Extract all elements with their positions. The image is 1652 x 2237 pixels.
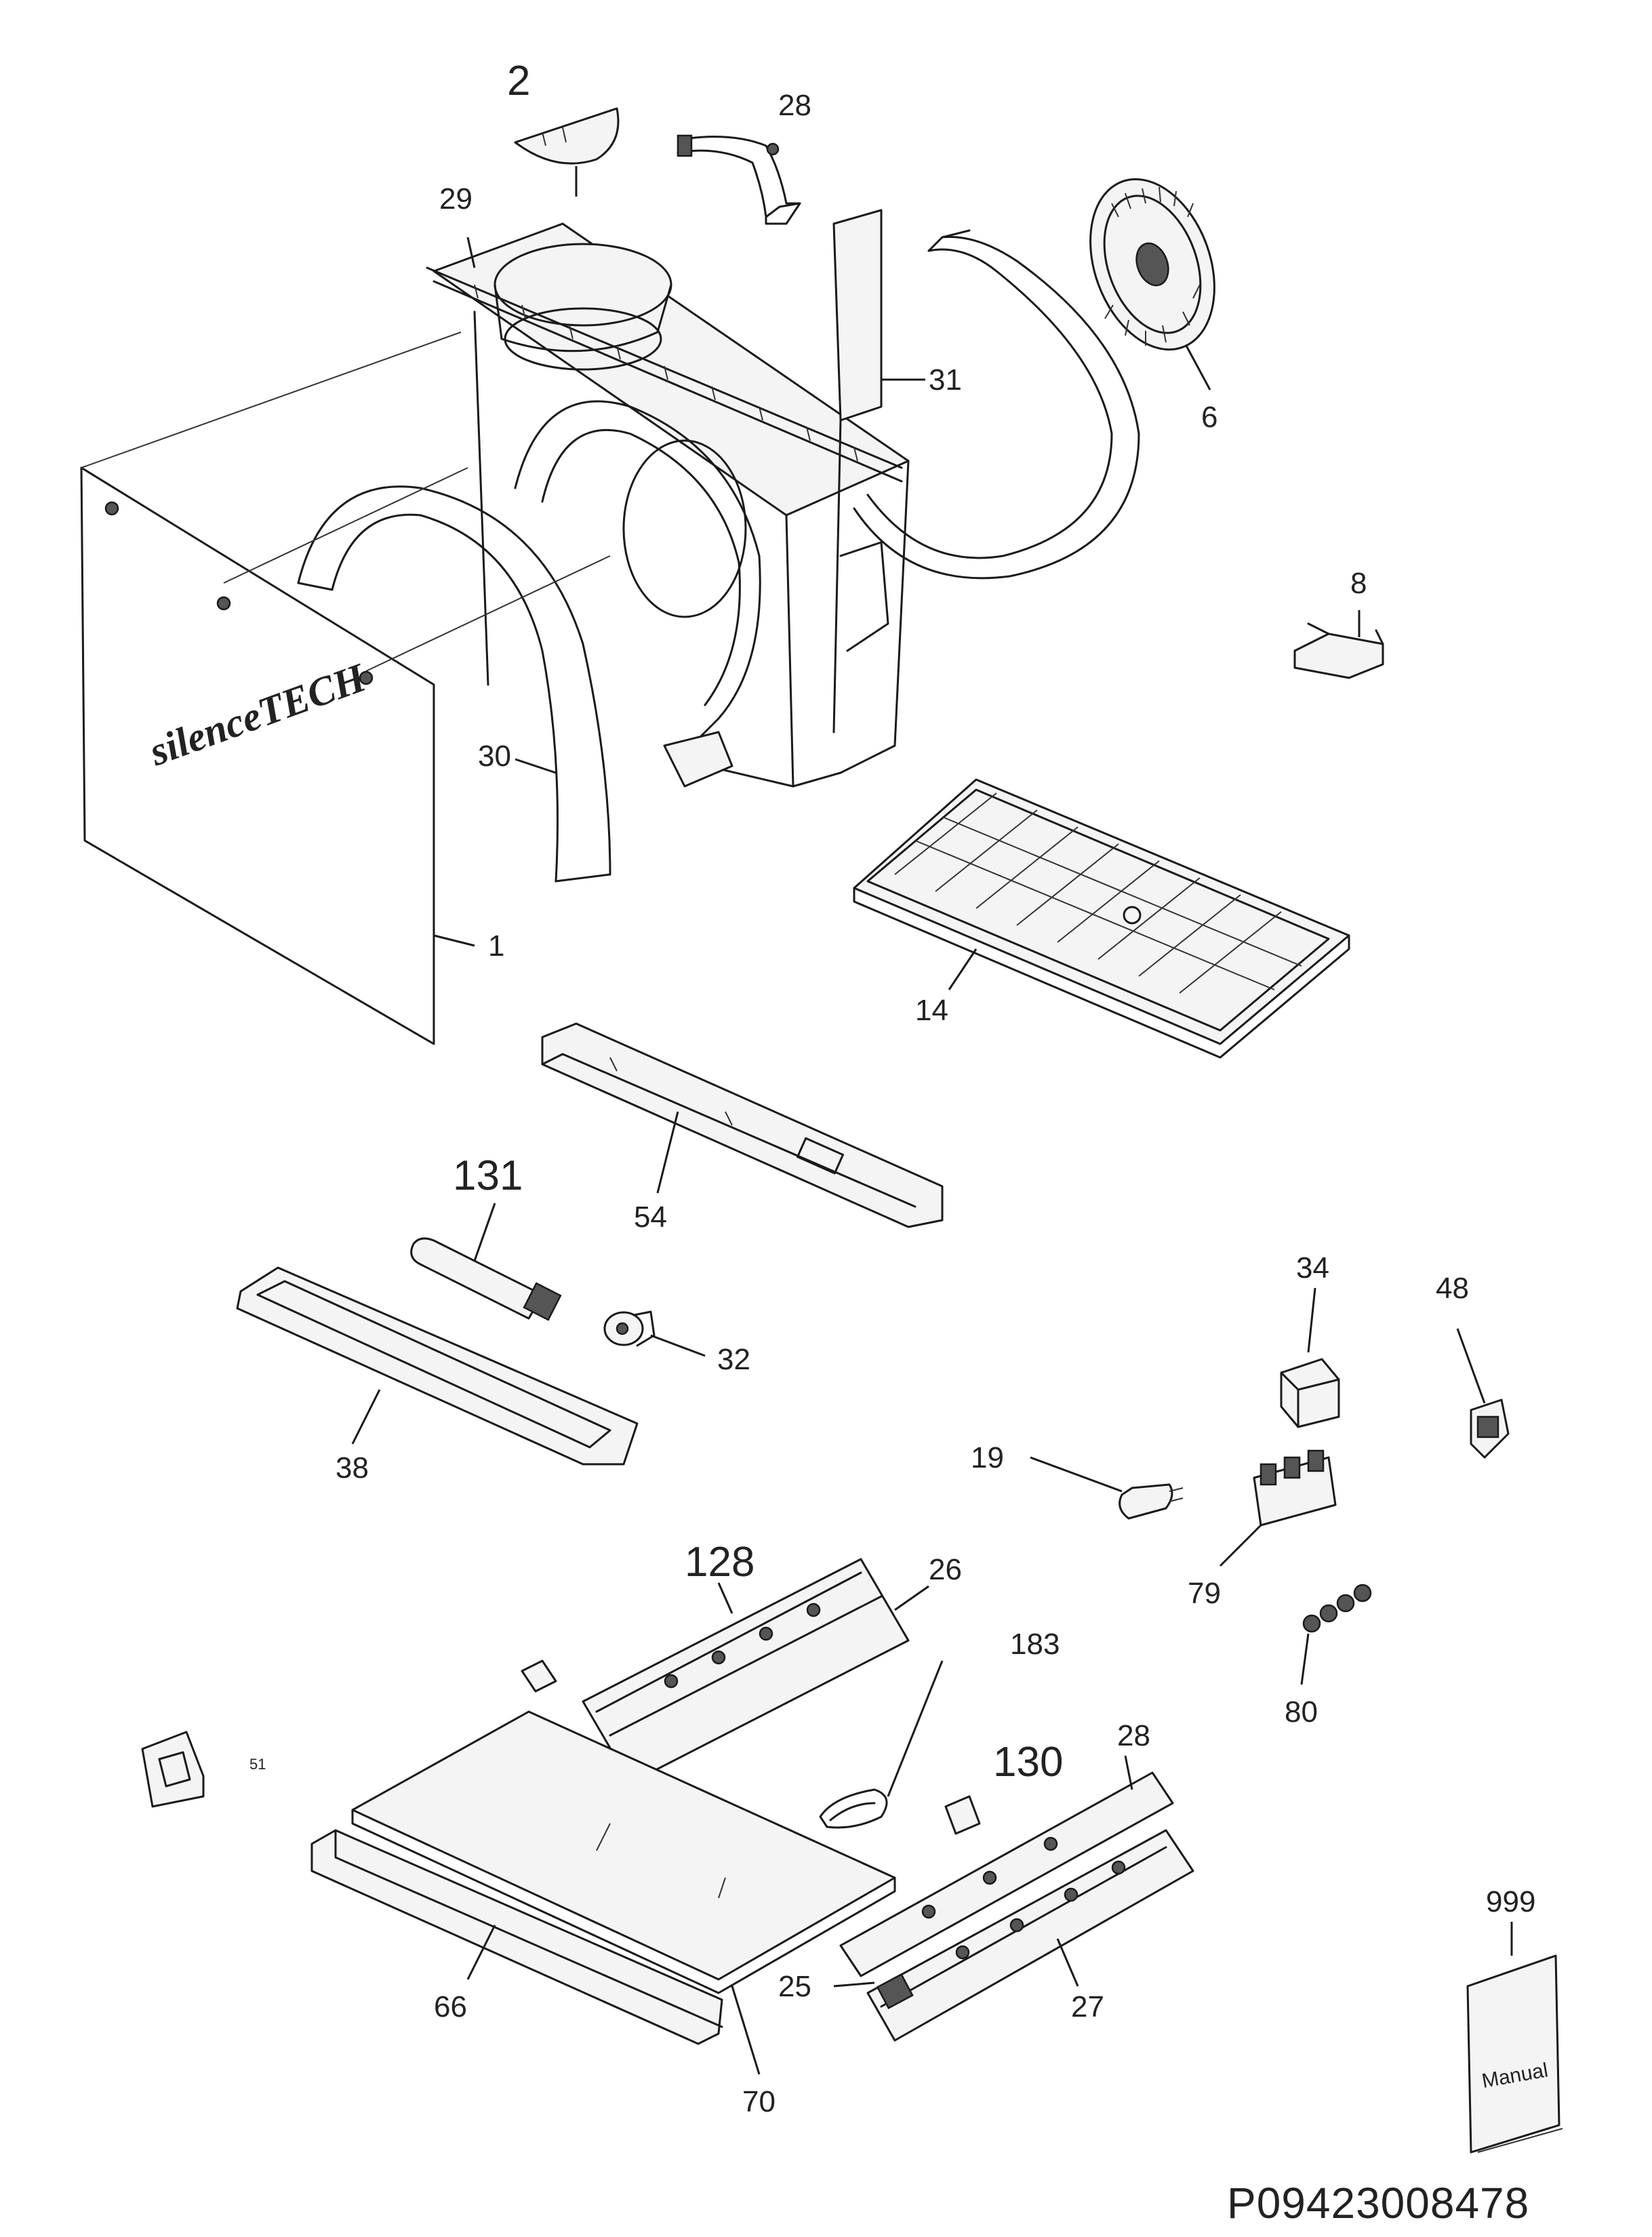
part-6-fan-wheel xyxy=(1089,178,1215,390)
label-131: 131 xyxy=(453,1152,523,1199)
panel-logo: silenceTECH xyxy=(143,654,373,774)
part-66-front-strip xyxy=(310,1829,723,2045)
part-54-mounting-rail xyxy=(541,1022,944,1228)
label-28-bottom: 28 xyxy=(1117,1719,1150,1752)
label-26: 26 xyxy=(929,1553,962,1586)
label-66: 66 xyxy=(434,1990,467,2023)
part-28-cable-clip xyxy=(677,134,801,225)
part-79-switch-block xyxy=(1219,1449,1337,1567)
part-34-relay xyxy=(1280,1287,1340,1428)
small-clip xyxy=(521,1659,557,1693)
part-2-damper-flap xyxy=(514,107,620,197)
label-14: 14 xyxy=(915,994,948,1027)
part-14-grease-filter xyxy=(853,778,1350,1059)
part-28-27-lower-rail xyxy=(833,1755,1194,2042)
part-19-capacitor xyxy=(1030,1456,1184,1520)
part-131-lamp-tube xyxy=(410,1203,562,1321)
label-48: 48 xyxy=(1436,1272,1469,1305)
label-30: 30 xyxy=(478,740,511,773)
label-70: 70 xyxy=(742,2085,775,2118)
part-38-light-cover xyxy=(236,1266,639,1466)
label-130: 130 xyxy=(993,1739,1063,1786)
label-28-top: 28 xyxy=(778,89,811,122)
label-2: 2 xyxy=(507,58,530,104)
label-1: 1 xyxy=(488,929,504,963)
label-19: 19 xyxy=(971,1441,1004,1474)
label-6: 6 xyxy=(1201,401,1217,434)
label-54: 54 xyxy=(634,1201,667,1234)
document-code: P09423008478 xyxy=(1227,2179,1529,2228)
part-999-manual xyxy=(1466,1922,1563,2154)
label-32: 32 xyxy=(717,1343,750,1376)
part-8-bracket xyxy=(1293,610,1384,679)
wire-harness xyxy=(853,229,1140,580)
part-51-hinge-bracket xyxy=(141,1731,205,1808)
label-31: 31 xyxy=(929,363,962,397)
label-29: 29 xyxy=(439,182,472,216)
part-1-front-panel xyxy=(80,331,611,1045)
part-30-scroll-band xyxy=(297,485,611,883)
part-128-control-rail xyxy=(582,1558,929,1784)
label-128: 128 xyxy=(685,1539,754,1586)
part-183-cable-tie xyxy=(819,1660,944,1829)
part-32-lamp-socket xyxy=(603,1310,706,1357)
label-27: 27 xyxy=(1071,1990,1104,2023)
part-29-housing-body xyxy=(426,209,925,788)
label-8: 8 xyxy=(1350,567,1367,600)
part-70-glass-panel xyxy=(351,1710,896,2075)
part-80-knobs xyxy=(1300,1584,1372,1685)
label-80: 80 xyxy=(1285,1695,1318,1729)
label-38: 38 xyxy=(336,1451,369,1485)
label-25: 25 xyxy=(778,1970,811,2003)
label-34: 34 xyxy=(1296,1251,1329,1285)
label-51: 51 xyxy=(249,1756,266,1773)
label-79: 79 xyxy=(1188,1577,1221,1610)
part-48-switch xyxy=(1456,1328,1510,1459)
label-183: 183 xyxy=(1010,1628,1060,1661)
part-130-clip xyxy=(944,1795,981,1835)
label-999: 999 xyxy=(1486,1885,1535,1918)
